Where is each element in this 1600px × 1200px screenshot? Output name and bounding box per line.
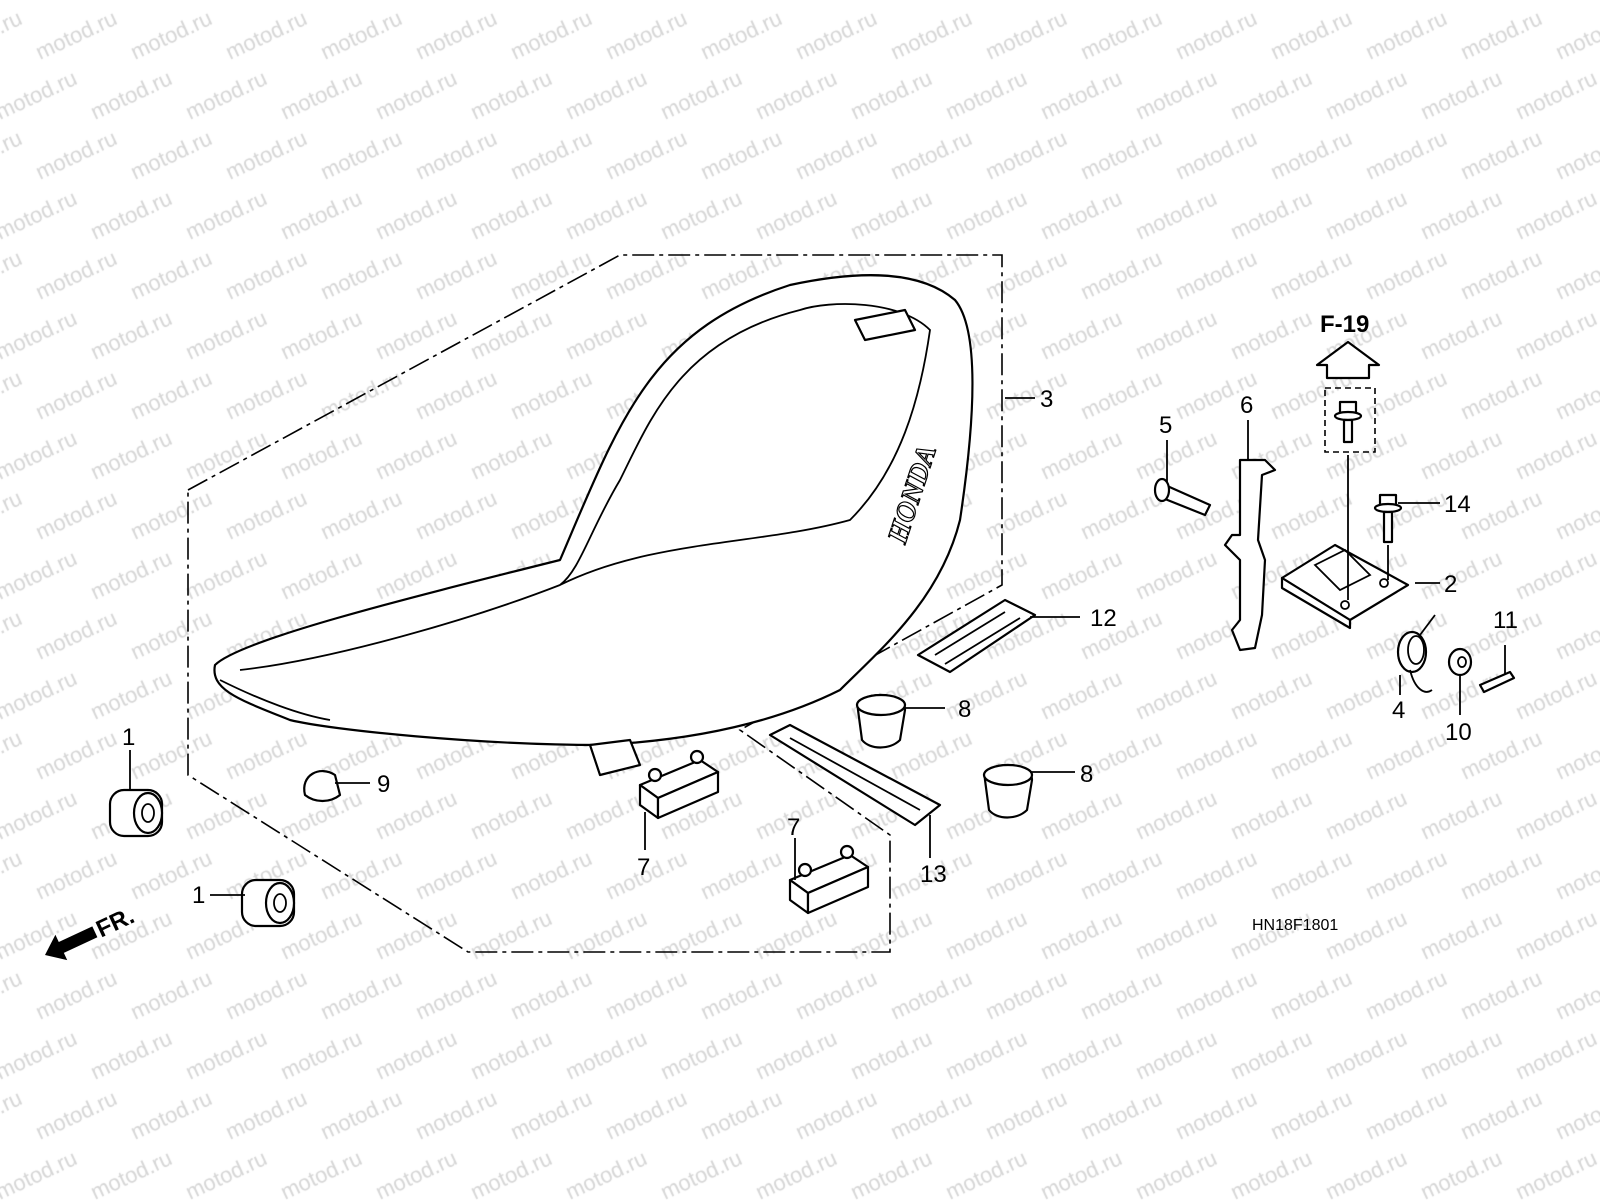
callout-12: 12 xyxy=(1090,605,1117,632)
callout-10: 10 xyxy=(1445,719,1472,746)
callout-1: 1 xyxy=(192,882,205,909)
arrow-up-icon xyxy=(1315,340,1381,380)
grommet-part-9 xyxy=(303,769,342,803)
band-part-12 xyxy=(916,598,1037,674)
seat-part-3: HONDA xyxy=(213,274,974,777)
callout-6: 6 xyxy=(1240,392,1253,419)
reference-label: F-19 xyxy=(1320,311,1369,338)
assembly-boundary xyxy=(187,254,1003,953)
bolt-reference xyxy=(1333,400,1363,444)
callout-8: 8 xyxy=(958,696,971,723)
callout-3: 3 xyxy=(1040,386,1053,413)
rubber-part-7a xyxy=(638,749,720,820)
callout-5: 5 xyxy=(1159,412,1172,439)
pin-part-5 xyxy=(1153,477,1212,517)
callout-2: 2 xyxy=(1444,571,1457,598)
callout-7: 7 xyxy=(637,854,650,881)
callout-8: 8 xyxy=(1080,761,1093,788)
hook-part-6 xyxy=(1223,458,1277,652)
front-direction-arrow-icon: FR. xyxy=(45,902,139,961)
callout-1: 1 xyxy=(122,724,135,751)
spring-part-4 xyxy=(1396,614,1436,693)
callout-9: 9 xyxy=(377,771,390,798)
drawing-code: HN18F1801 xyxy=(1252,917,1338,934)
leader-lines xyxy=(129,397,1506,896)
rubber-part-7b xyxy=(788,844,870,915)
reference-bolt-box xyxy=(1324,387,1376,453)
cotter-pin-part-11 xyxy=(1478,670,1516,694)
washer-part-10 xyxy=(1447,647,1473,677)
front-marker: FR. xyxy=(92,902,138,943)
latch-base-part-2 xyxy=(1280,543,1410,630)
callout-11: 11 xyxy=(1493,607,1518,634)
cushion-part-1b xyxy=(240,878,296,928)
damper-part-8a xyxy=(855,693,907,749)
callout-4: 4 xyxy=(1392,697,1405,724)
callout-7: 7 xyxy=(787,814,800,841)
callout-13: 13 xyxy=(920,861,947,888)
bolt-part-14 xyxy=(1373,493,1403,544)
damper-part-8b xyxy=(982,763,1034,819)
callout-14: 14 xyxy=(1444,491,1471,518)
cushion-part-1a xyxy=(108,788,164,838)
